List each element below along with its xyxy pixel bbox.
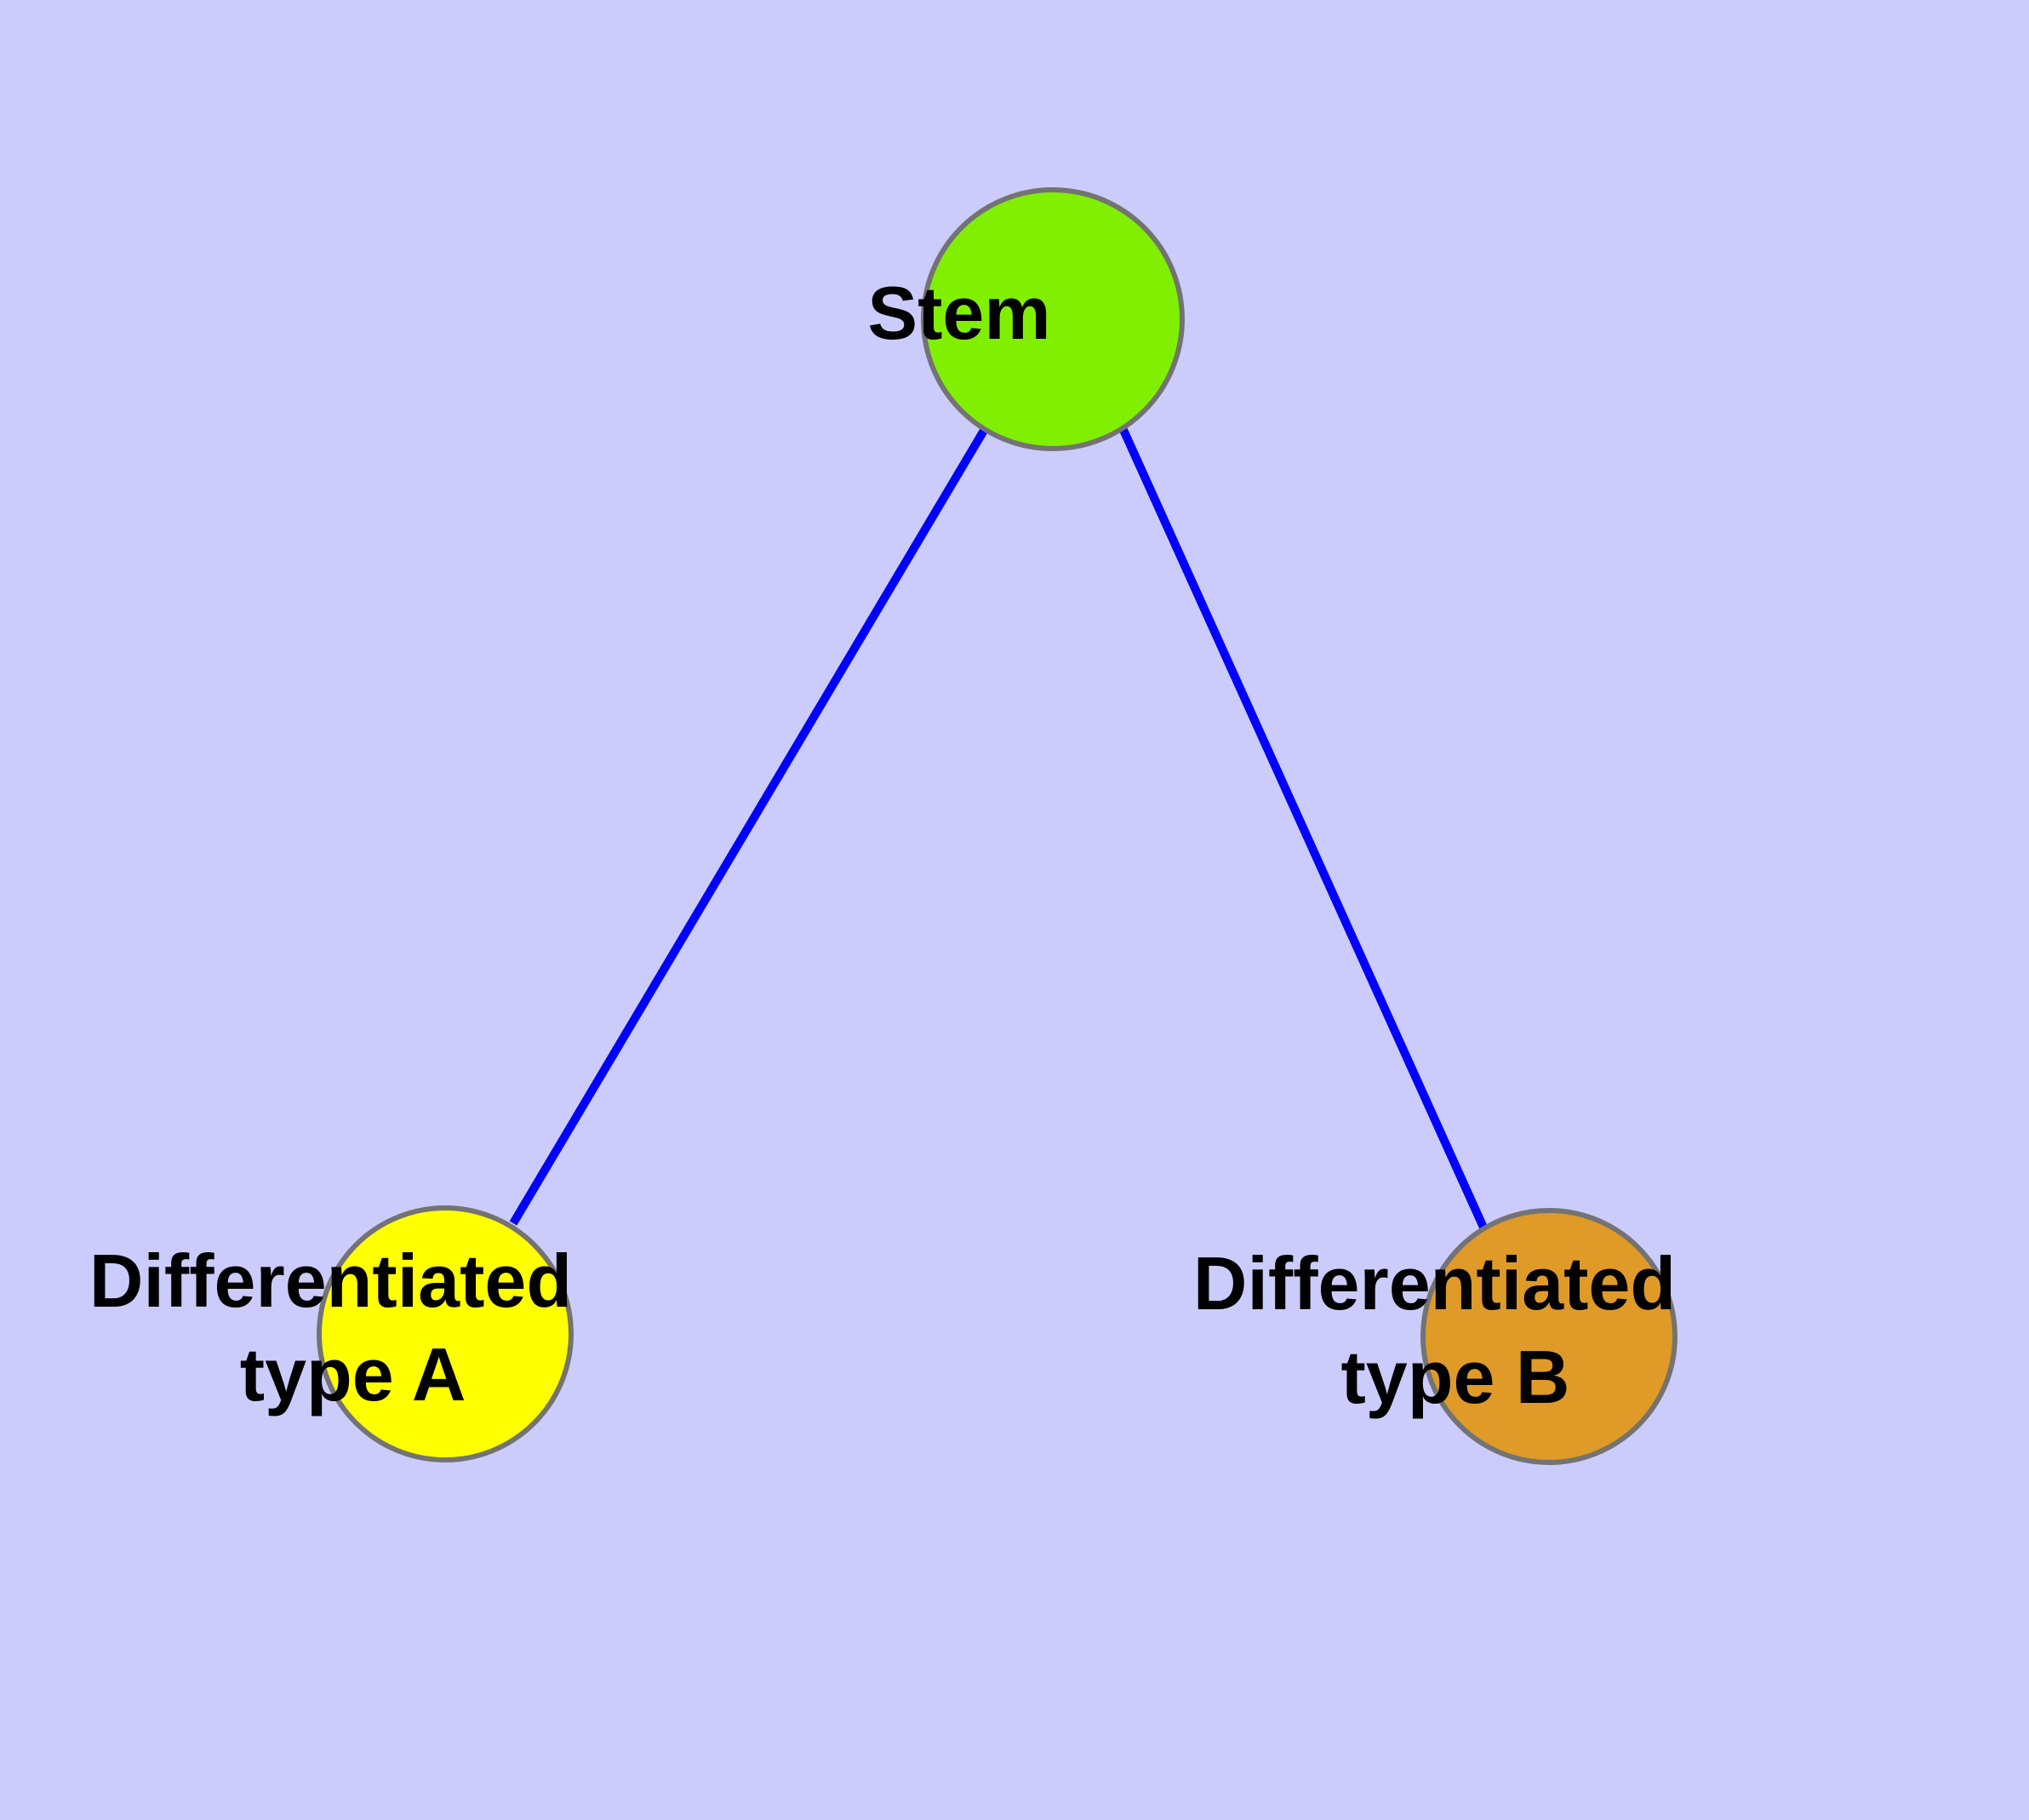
edge-stem-to-differentiated-type-a[interactable] <box>509 426 989 1226</box>
node-stem-circle[interactable] <box>921 187 1185 451</box>
edge-stem-to-differentiated-type-b[interactable] <box>1119 427 1489 1232</box>
node-differentiated-type-a-label-line-2: type A <box>240 1332 465 1417</box>
edge-layer <box>509 426 1489 1232</box>
node-stem[interactable]: Stem <box>867 0 1237 451</box>
node-differentiated-type-a-label: Differentiated type A <box>89 0 801 1417</box>
node-differentiated-type-b-circle[interactable] <box>1420 1208 1677 1465</box>
node-differentiated-type-a-label-line-1: Differentiated <box>89 1239 572 1323</box>
node-stem-label-line-1: Stem <box>867 271 1050 355</box>
node-differentiated-type-b-label: Differentiated type B <box>1193 0 1905 1419</box>
node-differentiated-type-b-label-line-2: type B <box>1341 1335 1570 1419</box>
node-differentiated-type-b[interactable]: Differentiated type B <box>1193 0 1905 1465</box>
node-differentiated-type-a[interactable]: Differentiated type A <box>89 0 801 1462</box>
node-layer: Stem Differentiated type A Differentiate… <box>89 0 1905 1465</box>
node-differentiated-type-a-circle[interactable] <box>317 1205 574 1462</box>
node-differentiated-type-b-label-line-1: Differentiated <box>1193 1241 1676 1325</box>
node-stem-label: Stem <box>867 0 1237 355</box>
